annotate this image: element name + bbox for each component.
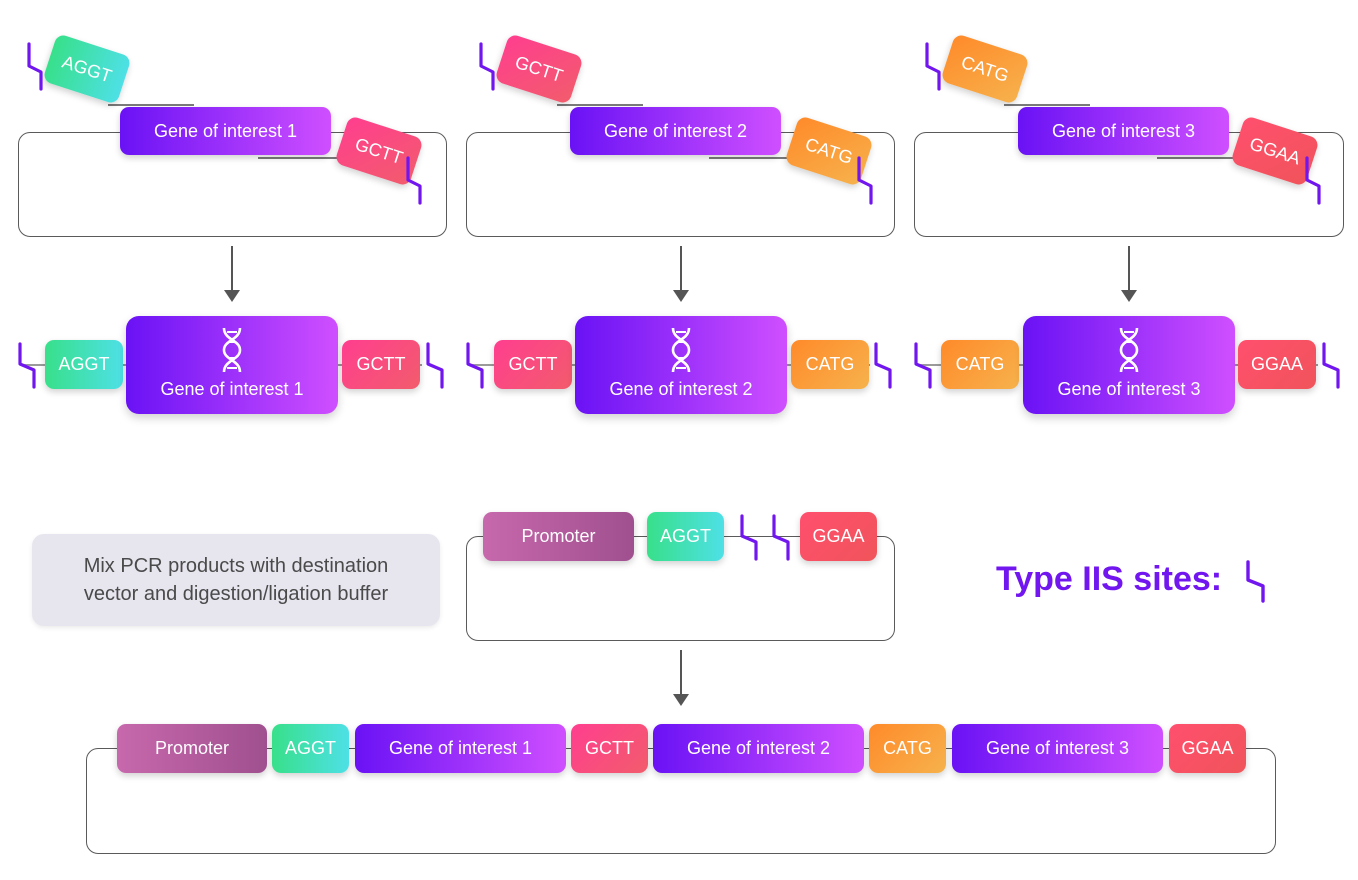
type-iis-site-icon [406, 156, 422, 205]
type-iis-site-icon [1322, 342, 1340, 389]
pcr-overhang-right-2: CATG [791, 340, 869, 389]
mix-instruction-line-1: Mix PCR products with destination [83, 555, 389, 577]
destination-overhang-left: AGGT [647, 512, 724, 561]
type-iis-site-icon [874, 342, 892, 389]
final-promoter: Promoter [117, 724, 267, 773]
type-iis-site-icon [925, 42, 941, 91]
type-iis-site-icon [857, 156, 873, 205]
primer-line-left-2 [557, 104, 643, 106]
pcr-overhang-left-3: CATG [941, 340, 1019, 389]
type-iis-legend: Type IIS sites: [996, 560, 1222, 599]
template-gene-2: Gene of interest 2 [570, 107, 781, 155]
arrow-down-icon [673, 650, 689, 706]
type-iis-site-icon [466, 342, 484, 389]
arrow-down-icon [224, 246, 240, 302]
primer-line-right-2 [709, 157, 839, 159]
final-gene-1: Gene of interest 1 [355, 724, 566, 773]
pcr-gene-label-2: Gene of interest 2 [609, 379, 753, 399]
type-iis-site-icon [740, 514, 758, 561]
dna-helix-icon [1119, 327, 1139, 373]
final-overhang-catg: CATG [869, 724, 946, 773]
dna-helix-icon [222, 327, 242, 373]
arrow-down-icon [673, 246, 689, 302]
primer-overhang-left-1: AGGT [42, 33, 132, 105]
type-iis-site-icon [1246, 560, 1265, 603]
destination-overhang-right: GGAA [800, 512, 877, 561]
final-overhang-ggaa: GGAA [1169, 724, 1246, 773]
destination-promoter: Promoter [483, 512, 634, 561]
primer-overhang-left-2: GCTT [494, 33, 584, 105]
pcr-overhang-left-2: GCTT [494, 340, 572, 389]
pcr-gene-1: Gene of interest 1 [126, 316, 338, 414]
arrow-down-icon [1121, 246, 1137, 302]
primer-line-right-3 [1157, 157, 1287, 159]
primer-line-right-1 [258, 157, 388, 159]
primer-line-left-1 [108, 104, 194, 106]
pcr-gene-2: Gene of interest 2 [575, 316, 787, 414]
mix-instruction-line-2: vector and digestion/ligation buffer [83, 583, 389, 605]
pcr-overhang-right-1: GCTT [342, 340, 420, 389]
type-iis-site-icon [27, 42, 43, 91]
type-iis-site-icon [772, 514, 790, 561]
pcr-overhang-left-1: AGGT [45, 340, 123, 389]
primer-overhang-left-3: CATG [940, 33, 1030, 105]
final-overhang-aggt: AGGT [272, 724, 349, 773]
final-gene-2: Gene of interest 2 [653, 724, 864, 773]
type-iis-site-icon [18, 342, 36, 389]
final-gene-3: Gene of interest 3 [952, 724, 1163, 773]
type-iis-site-icon [1305, 156, 1321, 205]
template-gene-3: Gene of interest 3 [1018, 107, 1229, 155]
pcr-gene-label-3: Gene of interest 3 [1057, 379, 1201, 399]
type-iis-site-icon [479, 42, 495, 91]
primer-line-left-3 [1004, 104, 1090, 106]
pcr-gene-3: Gene of interest 3 [1023, 316, 1235, 414]
type-iis-site-icon [914, 342, 932, 389]
legend-label: Type IIS sites: [996, 560, 1223, 598]
pcr-gene-label-1: Gene of interest 1 [160, 379, 304, 399]
template-gene-1: Gene of interest 1 [120, 107, 331, 155]
mix-instruction-box: Mix PCR products with destination vector… [32, 534, 440, 626]
dna-helix-icon [671, 327, 691, 373]
pcr-overhang-right-3: GGAA [1238, 340, 1316, 389]
type-iis-site-icon [426, 342, 444, 389]
final-overhang-gctt: GCTT [571, 724, 648, 773]
